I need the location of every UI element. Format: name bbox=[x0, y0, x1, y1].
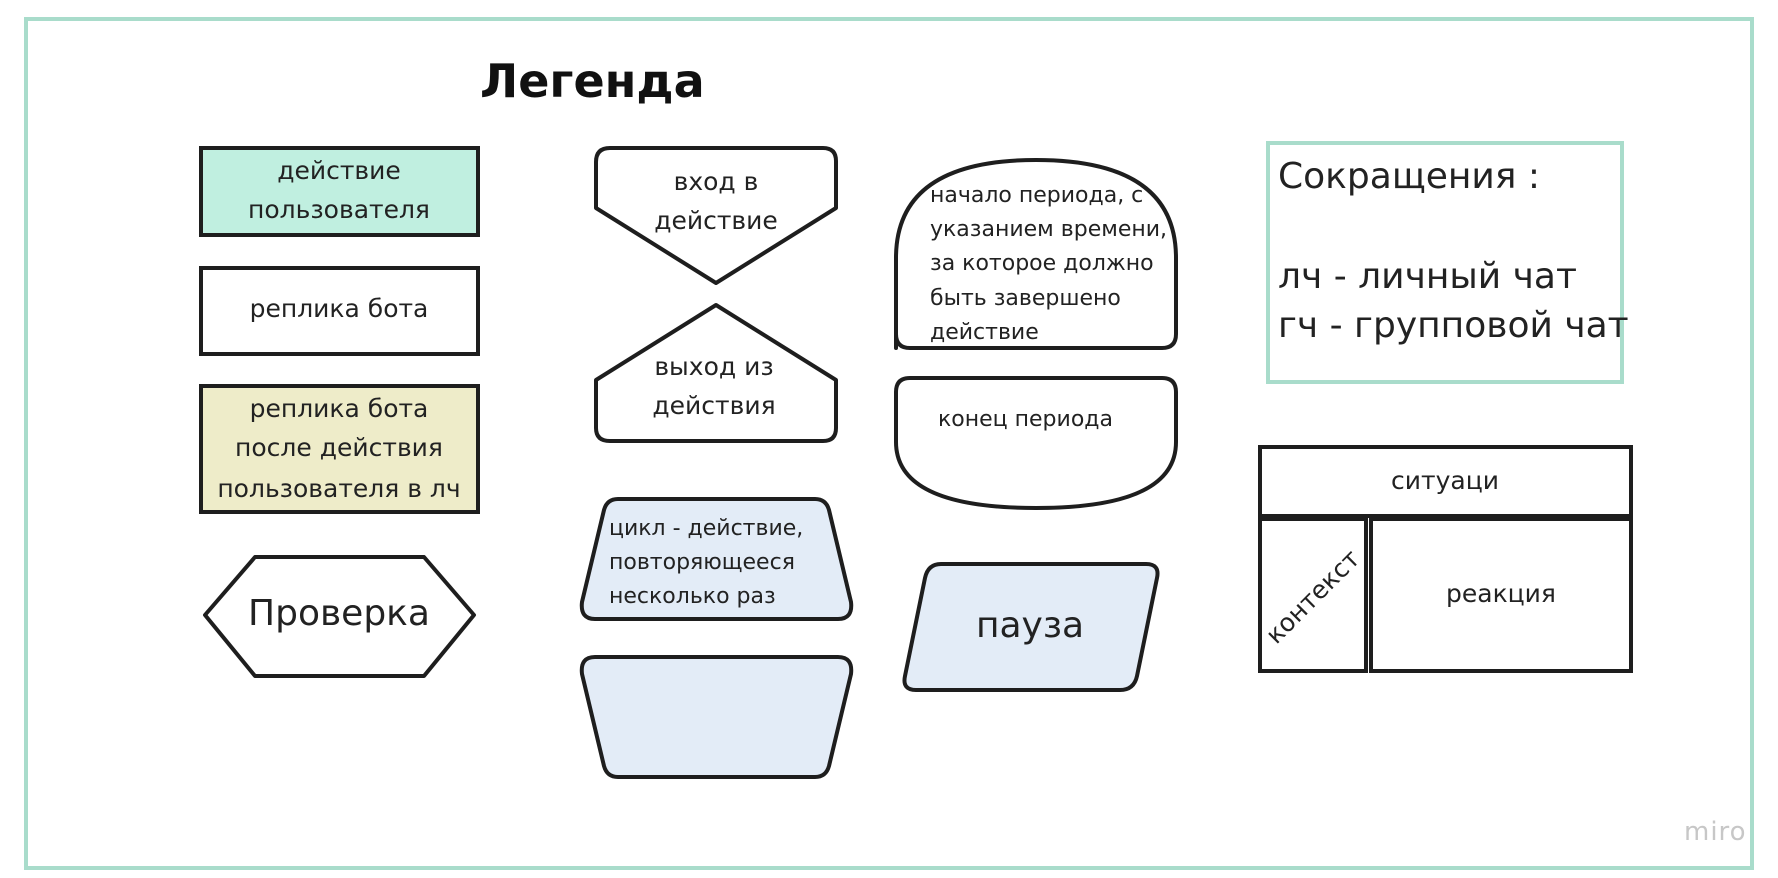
pause-shape[interactable]: пауза bbox=[902, 562, 1160, 692]
period-start-shape[interactable]: начало периода, с указанием времени, за … bbox=[894, 158, 1178, 350]
bot-after-label-3: пользователя в лч bbox=[217, 474, 460, 503]
exit-action-shape[interactable]: выход из действия bbox=[594, 303, 838, 443]
bot-reply-label: реплика бота bbox=[250, 294, 429, 323]
period-start-label-1: начало периода, с bbox=[930, 183, 1143, 208]
bot-after-action-shape[interactable]: реплика бота после действия пользователя… bbox=[199, 384, 480, 514]
loop-label-3: несколько раз bbox=[609, 584, 776, 609]
enter-label-1: вход в bbox=[674, 167, 759, 196]
loop-end-shape[interactable] bbox=[579, 655, 854, 779]
period-end-shape[interactable]: конец периода bbox=[894, 376, 1178, 510]
pause-label: пауза bbox=[976, 605, 1084, 646]
period-start-label-2: указанием времени, bbox=[930, 217, 1167, 242]
miro-watermark: miro bbox=[1684, 817, 1747, 847]
exit-label-2: действия bbox=[652, 391, 775, 420]
legend-title: Легенда bbox=[480, 54, 705, 108]
bot-after-label-2: после действия bbox=[235, 433, 443, 462]
check-label: Проверка bbox=[248, 593, 430, 634]
situation-table: ситуаци контекст реакция bbox=[1258, 445, 1633, 673]
loop-label-2: повторяющееся bbox=[609, 550, 795, 575]
period-start-label-5: действие bbox=[930, 320, 1039, 345]
bot-reply-shape[interactable]: реплика бота bbox=[199, 266, 480, 356]
abbreviations-box: Сокращения : лч - личный чат гч - группо… bbox=[1266, 141, 1629, 384]
bot-after-label-1: реплика бота bbox=[250, 394, 429, 423]
period-start-label-3: за которое должно bbox=[930, 251, 1154, 276]
period-end-label: конец периода bbox=[938, 407, 1113, 432]
enter-action-shape[interactable]: вход в действие bbox=[594, 146, 838, 285]
user-action-label-1: действие bbox=[277, 156, 401, 185]
loop-shape[interactable]: цикл - действие, повторяющееся несколько… bbox=[579, 497, 854, 621]
abbreviation-item: лч - личный чат bbox=[1278, 256, 1577, 297]
abbreviation-item: гч - групповой чат bbox=[1278, 305, 1629, 346]
situation-header-label: ситуаци bbox=[1391, 466, 1499, 495]
abbreviations-heading: Сокращения : bbox=[1278, 156, 1540, 197]
loop-label-1: цикл - действие, bbox=[609, 516, 803, 541]
reaction-label: реакция bbox=[1446, 579, 1556, 608]
user-action-label-2: пользователя bbox=[248, 195, 430, 224]
enter-label-2: действие bbox=[654, 206, 778, 235]
check-shape[interactable]: Проверка bbox=[203, 555, 476, 678]
exit-label-1: выход из bbox=[654, 352, 773, 381]
period-start-label-4: быть завершено bbox=[930, 286, 1121, 311]
user-action-shape[interactable]: действие пользователя bbox=[199, 146, 480, 237]
